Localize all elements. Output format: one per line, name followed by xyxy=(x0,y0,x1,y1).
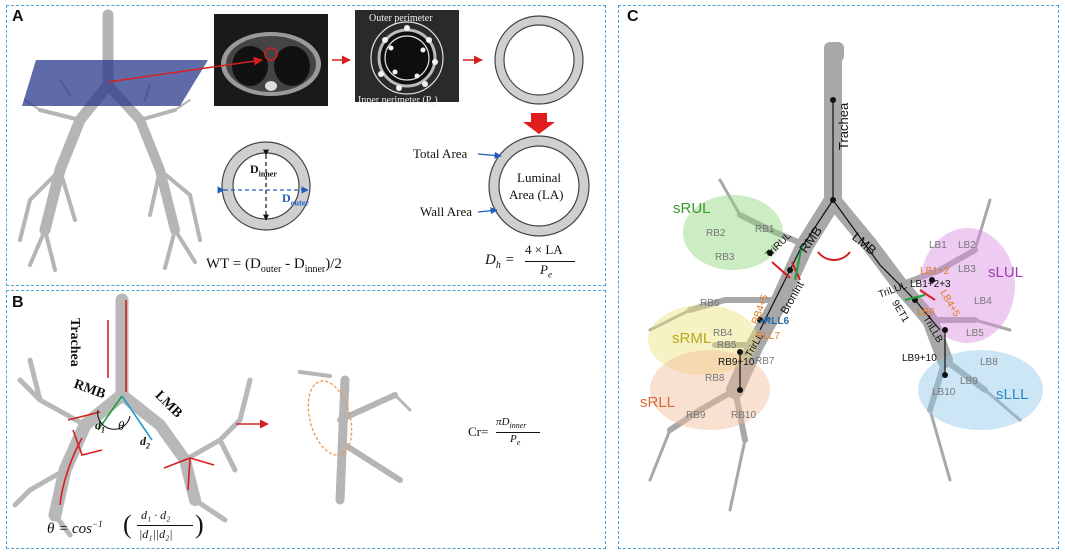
panel-a-label: A xyxy=(12,8,24,25)
panel-a xyxy=(6,5,606,286)
seg-lb5: LB5 xyxy=(966,328,984,339)
seg-lb9: LB9 xyxy=(960,376,978,387)
panel-b-d1: d1 xyxy=(95,418,105,435)
region-label-sLUL: sLUL xyxy=(988,264,1024,281)
seg-rb3: RB3 xyxy=(715,252,735,263)
seg-rb10: RB10 xyxy=(731,410,757,421)
panel-c-label: C xyxy=(627,8,639,25)
cr-formula: Cr= πDinner Pe xyxy=(468,416,558,452)
panel-c-rb910-label: RB9+10 xyxy=(718,357,755,368)
panel-b xyxy=(6,290,606,549)
panel-b-airway-tree xyxy=(12,293,253,538)
seg-lb10: LB10 xyxy=(932,387,956,398)
seg-rb1: RB1 xyxy=(755,224,775,235)
trachea-top xyxy=(824,42,844,62)
d-inner-label: Dinner xyxy=(250,162,277,179)
panel-c-rll6-label: RLL6 xyxy=(764,316,789,327)
region-label-sRLL: sRLL xyxy=(640,394,676,411)
d-outer-label: Douter xyxy=(282,191,309,208)
region-label-sLLL: sLLL xyxy=(996,386,1029,403)
region-sRLL xyxy=(650,350,770,430)
slicing-plane xyxy=(22,60,208,106)
seg-lb3: LB3 xyxy=(958,264,976,275)
panel-c-lb123-label: LB1+2+3 xyxy=(910,279,951,290)
seg-rb8: RB8 xyxy=(705,373,725,384)
airway-zoom-image xyxy=(355,10,459,102)
panel-c-trachea-label: Trachea xyxy=(836,102,851,150)
dh-formula: Dh = 4 × LA Pe xyxy=(485,242,575,282)
panel-b-trachea-label: Trachea xyxy=(67,318,82,367)
seg-rb7: RB7 xyxy=(755,356,775,367)
region-label-sRUL: sRUL xyxy=(673,200,711,217)
seg-lb2: LB2 xyxy=(958,240,976,251)
panel-c-rll7-label: RLL7 xyxy=(756,331,780,342)
seg-rb9: RB9 xyxy=(686,410,706,421)
red-down-arrow xyxy=(523,113,555,134)
luminal-area-label-2: Area (LA) xyxy=(509,187,564,202)
ct-scan-image xyxy=(214,14,328,106)
panel-c-lb910-label: LB9+10 xyxy=(902,353,937,364)
panel-b-d2: d2 xyxy=(140,434,150,451)
panel-b-theta: θ xyxy=(118,418,125,433)
inner-perimeter-label: Inner perimeter (Pe) xyxy=(358,95,438,108)
total-area-label: Total Area xyxy=(413,146,468,161)
region-sLLL xyxy=(918,350,1043,430)
region-sLUL xyxy=(920,228,1015,343)
seg-rb4: RB4 xyxy=(713,328,733,339)
seg-lb8: LB8 xyxy=(980,357,998,368)
seg-rb2: RB2 xyxy=(706,228,726,239)
wt-formula: WT = (Douter - Dinner)/2 xyxy=(206,256,342,275)
seg-lb1: LB1 xyxy=(929,240,947,251)
seg-rb5: RB5 xyxy=(717,340,737,351)
panel-c-lb12-label: LB1+2 xyxy=(920,266,950,277)
theta-formula: θ = cos−1 ( d₁ · d₂ |d₁||d₂| ) xyxy=(47,508,204,541)
panel-c xyxy=(618,5,1059,549)
seg-rb6: RB6 xyxy=(700,298,720,309)
panel-b-label: B xyxy=(12,294,24,311)
outer-perimeter-label: Outer perimeter xyxy=(369,13,433,24)
panel-c-lb6-label: LB6 xyxy=(917,307,935,318)
luminal-area-label-1: Luminal xyxy=(517,170,562,185)
region-label-sRML: sRML xyxy=(672,330,712,347)
region-sRUL xyxy=(683,195,783,270)
seg-lb4: LB4 xyxy=(974,296,992,307)
wall-area-label: Wall Area xyxy=(420,204,473,219)
